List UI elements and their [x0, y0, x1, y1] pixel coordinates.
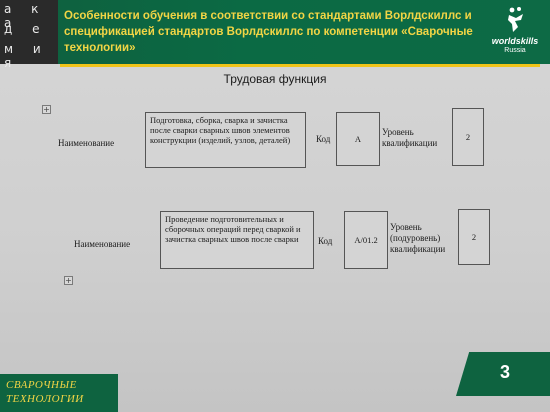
block2-level-label: Уровень (подуровень) квалификации [390, 222, 446, 254]
block2-name-label: Наименование [74, 239, 131, 249]
block2-level-field: 2 [458, 209, 490, 265]
academy-letters: а к а д е м и я [0, 0, 58, 70]
header-band: а к а д е м и я Особенности обучения в с… [0, 0, 550, 70]
worldskills-logo: worldskills Russia [488, 6, 542, 60]
block2-name-field: Проведение подготовительных и сборочных … [160, 211, 314, 269]
block1-level-label: Уровень квалификации [382, 127, 438, 148]
academy-row-2: д е [4, 22, 48, 36]
footer-left-band: СВАРОЧНЫЕ ТЕХНОЛОГИИ [0, 374, 118, 412]
block1-code-label: Код [316, 134, 331, 144]
slide-title: Особенности обучения в соответствии со с… [64, 10, 473, 54]
expand-plus-icon[interactable]: + [42, 105, 51, 114]
footer-caption: СВАРОЧНЫЕ ТЕХНОЛОГИИ [6, 379, 84, 405]
expand-plus-icon-2[interactable]: + [64, 276, 73, 285]
block1-level-field: 2 [452, 108, 484, 166]
block2-code-field: A/01.2 [344, 211, 388, 269]
block1-name-field: Подготовка, сборка, сварка и зачистка по… [145, 112, 306, 168]
worldskills-mark-icon [508, 7, 523, 32]
academy-row-1: а к а [4, 2, 47, 30]
section-title: Трудовая функция [223, 72, 327, 86]
academy-row-3: м и я [4, 42, 49, 70]
block1-name-label: Наименование [58, 138, 115, 148]
worldskills-country: Russia [504, 47, 526, 54]
header-underline [60, 64, 540, 67]
page-number: 3 [500, 362, 511, 382]
footer-right-band [456, 352, 550, 396]
block1-code-field: A [336, 112, 380, 166]
worldskills-word: worldskills [491, 36, 539, 46]
block2-code-label: Код [318, 236, 333, 246]
